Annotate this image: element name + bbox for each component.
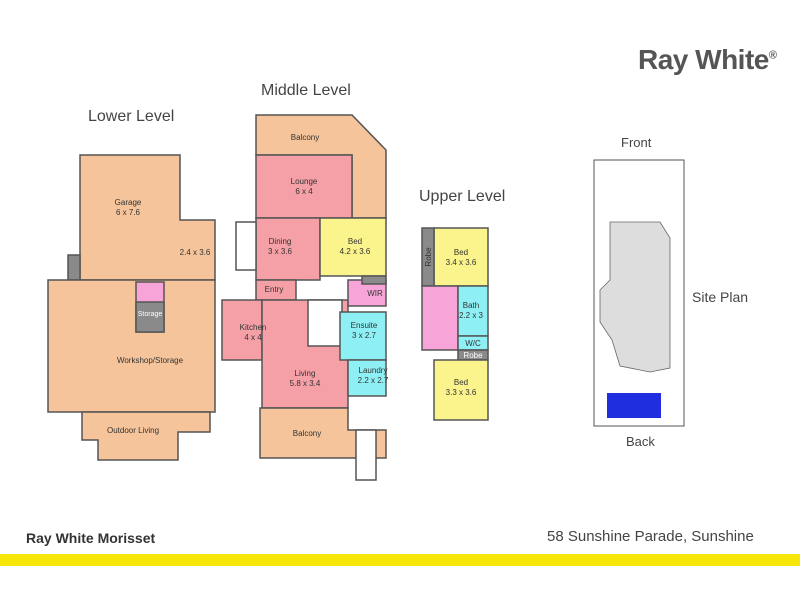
footer-yellow-bar — [0, 554, 800, 566]
bed-middle-dimensions: 4.2 x 3.6 — [340, 247, 371, 256]
bath-room — [457, 285, 489, 337]
workshop-label: Workshop/Storage — [117, 356, 184, 365]
brand-registered-mark: ® — [768, 49, 777, 62]
bed-upper-2-dimensions: 3.3 x 3.6 — [446, 388, 477, 397]
workshop-room — [47, 279, 216, 413]
middle-level-plan — [221, 114, 387, 481]
site-plan — [593, 159, 685, 427]
site-back-label: Back — [626, 434, 655, 449]
lounge-dimensions: 6 x 4 — [295, 187, 313, 196]
storage-room — [135, 301, 165, 333]
garage-label: Garage — [115, 198, 142, 207]
lounge-label: Lounge — [291, 177, 318, 186]
living-label: Living — [295, 369, 316, 378]
laundry-label: Laundry — [359, 366, 388, 375]
dining-room — [255, 217, 321, 281]
stairs-west — [235, 221, 257, 271]
entry-label: Entry — [265, 285, 284, 294]
kitchen-room — [221, 299, 263, 361]
ray-white-logo: Ray White® — [638, 44, 777, 76]
ensuite-room — [339, 311, 387, 361]
balcony-bottom-label: Balcony — [293, 429, 321, 438]
kitchen-dimensions: 4 x 4 — [244, 333, 262, 342]
kitchen-label: Kitchen — [240, 323, 267, 332]
dining-label: Dining — [269, 237, 292, 246]
outdoor-living-label: Outdoor Living — [107, 426, 159, 435]
footer-address: 58 Sunshine Parade, Sunshine — [547, 528, 754, 545]
upper-level-title: Upper Level — [419, 188, 506, 205]
laundry-dimensions: 2.2 x 2.7 — [358, 376, 389, 385]
dining-dimensions: 3 x 3.6 — [268, 247, 293, 256]
living-dimensions: 5.8 x 3.4 — [290, 379, 321, 388]
garage-side-wall — [67, 254, 81, 281]
bath-dimensions: 2.2 x 3 — [459, 311, 484, 320]
wir-wall — [361, 275, 387, 285]
stair-middle — [307, 299, 343, 347]
brand-name: Ray White — [638, 44, 769, 75]
pool — [607, 393, 661, 418]
balcony-bottom-area — [259, 407, 387, 459]
robe-upper-2-label: Robe — [463, 351, 483, 360]
lower-level-plan — [47, 154, 216, 461]
balcony-top-label: Balcony — [291, 133, 319, 142]
hall-upper — [421, 285, 459, 351]
lower-level-title: Lower Level — [88, 108, 175, 125]
bed-middle-room — [319, 217, 387, 277]
bed-upper-2-room — [433, 359, 489, 421]
stairs-external — [355, 429, 377, 481]
site-plan-title: Site Plan — [692, 289, 749, 305]
laundry-room — [347, 359, 387, 397]
bed-upper-2-label: Bed — [454, 378, 468, 387]
ensuite-label: Ensuite — [351, 321, 378, 330]
bed-upper-1-dimensions: 3.4 x 3.6 — [446, 258, 477, 267]
footer-agency: Ray White Morisset — [26, 530, 156, 546]
garage-room — [79, 154, 216, 281]
room-labels: Garage 6 x 7.6 2.4 x 3.6 Storage Worksho… — [107, 133, 484, 438]
storage-label: Storage — [138, 311, 163, 318]
garage-dimensions: 6 x 7.6 — [116, 208, 141, 217]
bed-upper-1-label: Bed — [454, 248, 468, 257]
bath-label: Bath — [463, 301, 479, 310]
site-front-label: Front — [621, 135, 652, 150]
wir-label: WIR — [367, 289, 383, 298]
outdoor-living-area — [81, 411, 211, 461]
middle-level-title: Middle Level — [261, 82, 351, 99]
site-house-footprint — [599, 221, 671, 373]
robe-upper-label: Robe — [424, 247, 433, 267]
lounge-room — [255, 154, 353, 219]
bed-upper-1-room — [433, 227, 489, 287]
carport-dimensions: 2.4 x 3.6 — [180, 248, 211, 257]
wc-label: W/C — [465, 339, 481, 348]
upper-level-plan — [421, 227, 489, 421]
bed-middle-label: Bed — [348, 237, 362, 246]
ensuite-dimensions: 3 x 2.7 — [352, 331, 377, 340]
